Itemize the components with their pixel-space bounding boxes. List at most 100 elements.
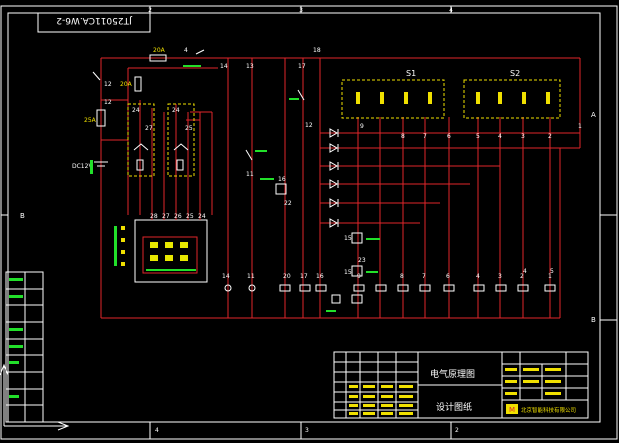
relay-b-box	[167, 103, 195, 177]
svg-text:22: 22	[284, 200, 292, 207]
bottom-ruler-label-2: 3	[305, 427, 309, 434]
green-annotations	[90, 65, 380, 312]
svg-text:4: 4	[523, 268, 527, 275]
bottom-ruler-label-3: 2	[455, 427, 459, 434]
terminal-wire-labels: 28 27 26 25 24	[150, 213, 206, 220]
fuse-label-1: 20A	[153, 47, 166, 54]
svg-text:16: 16	[278, 176, 286, 183]
top-wire-labels: 4 14 13 17 18	[184, 47, 321, 70]
svg-text:24: 24	[132, 107, 140, 114]
aux-wire-labels: 16 15 23 15 22 11 12	[246, 122, 366, 276]
top-ruler-label-3: 4	[449, 7, 453, 14]
fuse-label-3: 25A	[84, 117, 97, 124]
svg-text:8: 8	[401, 133, 405, 140]
terminal-box	[134, 219, 208, 283]
svg-text:3: 3	[521, 133, 525, 140]
left-wire-labels: 12 12	[104, 81, 112, 106]
bus-wire-labels: 9 8 7 6 5 4 3 2 1	[360, 123, 582, 140]
relay-wire-labels: 24 27 24 25	[132, 107, 193, 132]
terminal-components	[150, 242, 188, 261]
svg-text:15: 15	[344, 235, 352, 242]
battery-label: DC12V	[72, 163, 93, 170]
svg-text:28: 28	[150, 213, 158, 220]
svg-text:4: 4	[184, 47, 188, 54]
drawing-title: 电气原理图	[430, 368, 475, 380]
svg-text:5: 5	[550, 268, 554, 275]
svg-text:14: 14	[222, 273, 230, 280]
drawing-number: JT25011CA.W6-2	[56, 15, 133, 25]
relay-a-box	[127, 103, 155, 177]
svg-text:M: M	[509, 406, 515, 414]
right-ruler-label-b: B	[591, 316, 596, 324]
battery-icon	[94, 161, 108, 167]
outer-frame	[0, 5, 618, 440]
svg-text:9: 9	[360, 123, 364, 130]
svg-text:9: 9	[357, 273, 361, 280]
svg-text:7: 7	[423, 133, 427, 140]
left-revision-marks	[9, 278, 23, 398]
company-name: 北京智能科技有限公司	[521, 406, 576, 414]
bottom-wire-labels: 14 11 20 17 16 9 8 7 6 4 3 2 1 4 5	[222, 268, 554, 280]
svg-text:7: 7	[422, 273, 426, 280]
bottom-components	[224, 284, 556, 292]
top-ruler-label-2: 3	[299, 7, 303, 14]
svg-text:27: 27	[145, 125, 153, 132]
svg-text:20: 20	[283, 273, 291, 280]
left-legend-marks	[121, 226, 125, 266]
svg-text:6: 6	[447, 133, 451, 140]
svg-text:18: 18	[313, 47, 321, 54]
left-ruler-label: B	[20, 212, 25, 220]
left-revision-table	[5, 271, 44, 423]
svg-text:4: 4	[498, 133, 502, 140]
svg-text:24: 24	[172, 107, 180, 114]
fuse-label-2: 20A	[120, 81, 133, 88]
svg-text:17: 17	[298, 63, 306, 70]
svg-text:14: 14	[220, 63, 228, 70]
svg-text:15: 15	[344, 269, 352, 276]
bottom-ruler-label-1: 4	[155, 427, 159, 434]
unit-s2-box	[463, 79, 561, 119]
title-block-marks	[349, 368, 561, 415]
svg-text:1: 1	[578, 123, 582, 130]
svg-text:12: 12	[305, 122, 313, 129]
drawing-subtitle: 设计图纸	[436, 401, 472, 413]
svg-text:25: 25	[185, 125, 193, 132]
svg-text:16: 16	[316, 273, 324, 280]
title-block	[333, 351, 589, 419]
svg-text:1: 1	[548, 273, 552, 280]
svg-text:8: 8	[400, 273, 404, 280]
svg-text:12: 12	[104, 81, 112, 88]
svg-text:4: 4	[476, 273, 480, 280]
bottom-ruler	[149, 422, 452, 439]
svg-text:5: 5	[476, 133, 480, 140]
relay-coils	[133, 143, 189, 171]
diode-array	[329, 128, 339, 228]
svg-text:6: 6	[446, 273, 450, 280]
svg-text:26: 26	[174, 213, 182, 220]
right-ruler	[600, 214, 617, 321]
svg-text:11: 11	[246, 171, 254, 178]
svg-text:17: 17	[300, 273, 308, 280]
unit-s1-label: S1	[406, 69, 416, 78]
svg-text:3: 3	[498, 273, 502, 280]
svg-text:2: 2	[520, 273, 524, 280]
switches	[92, 49, 305, 161]
right-ruler-label-a: A	[591, 111, 596, 119]
svg-text:2: 2	[548, 133, 552, 140]
top-ruler-label-1: 2	[148, 7, 152, 14]
ucs-icon	[0, 363, 70, 431]
terminal-pins	[151, 215, 201, 220]
unit-contacts	[356, 92, 550, 104]
svg-text:25: 25	[186, 213, 194, 220]
svg-text:13: 13	[246, 63, 254, 70]
svg-text:27: 27	[162, 213, 170, 220]
drawing-number-box	[37, 12, 151, 33]
inner-frame	[7, 12, 601, 423]
unit-s2-label: S2	[510, 69, 520, 78]
terminal-inner-box	[142, 236, 198, 274]
svg-text:23: 23	[358, 257, 366, 264]
wiring	[100, 57, 581, 319]
unit-s1-box	[341, 79, 445, 119]
aux-relays	[275, 183, 363, 304]
top-ruler	[149, 6, 452, 13]
